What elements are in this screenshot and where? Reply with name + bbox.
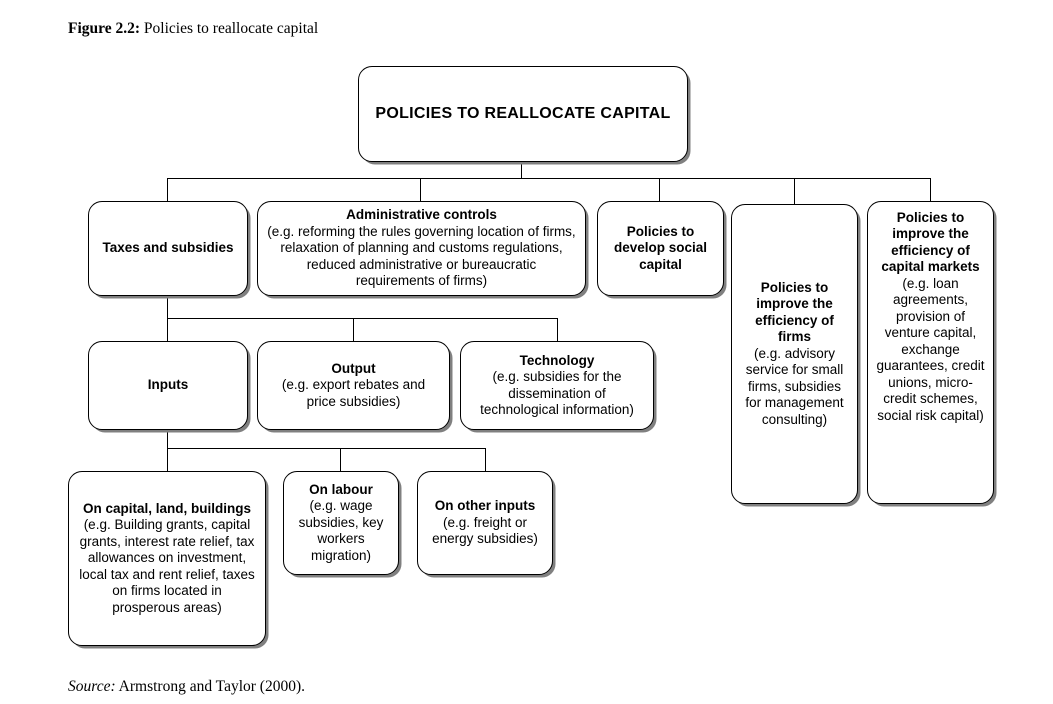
node-efficiency-of-capital-markets-detail: (e.g. loan agreements, provision of vent… <box>876 275 985 423</box>
connector-level4-bus <box>167 448 486 450</box>
node-on-labour[interactable]: On labour (e.g. wage subsidies, key work… <box>283 471 399 575</box>
node-on-labour-detail: (e.g. wage subsidies, key workers migrat… <box>298 498 384 563</box>
node-efficiency-of-capital-markets-title: Policies to improve the efficiency of ca… <box>881 210 980 275</box>
connector-drop-on-labour <box>340 448 342 471</box>
connector-drop-admin <box>420 178 422 201</box>
node-inputs[interactable]: Inputs <box>88 341 248 430</box>
connector-drop-taxes <box>167 178 169 201</box>
connector-drop-technology <box>557 318 559 341</box>
connector-inputs-stem <box>167 430 169 449</box>
figure-caption-label: Figure 2.2: <box>68 20 141 37</box>
node-root[interactable]: POLICIES TO REALLOCATE CAPITAL <box>358 66 688 162</box>
node-technology-detail: (e.g. subsidies for the dissemination of… <box>480 369 634 417</box>
source-note: Source: Armstrong and Taylor (2000). <box>68 678 305 697</box>
node-efficiency-of-firms-title: Policies to improve the efficiency of fi… <box>755 279 834 345</box>
node-develop-social-capital[interactable]: Policies to develop social capital <box>597 201 724 296</box>
node-output-detail: (e.g. export rebates and price subsidies… <box>281 377 426 409</box>
node-taxes-and-subsidies-title: Taxes and subsidies <box>102 240 234 256</box>
node-on-other-inputs[interactable]: On other inputs (e.g. freight or energy … <box>417 471 553 575</box>
node-on-labour-title: On labour <box>309 481 373 497</box>
connector-taxes-stem <box>167 296 169 319</box>
node-administrative-controls-detail: (e.g. reforming the rules governing loca… <box>267 223 576 289</box>
node-on-capital-land-buildings-detail: (e.g. Building grants, capital grants, i… <box>79 517 255 615</box>
node-administrative-controls-title: Administrative controls <box>346 207 497 223</box>
source-note-label: Source: <box>68 678 116 695</box>
node-efficiency-of-firms[interactable]: Policies to improve the efficiency of fi… <box>731 204 858 504</box>
node-output-title: Output <box>331 360 376 376</box>
node-inputs-title: Inputs <box>147 377 189 393</box>
node-on-other-inputs-title: On other inputs <box>434 498 536 514</box>
connector-drop-firms <box>794 178 796 204</box>
node-technology[interactable]: Technology (e.g. subsidies for the disse… <box>460 341 654 430</box>
connector-drop-social <box>659 178 661 201</box>
node-on-capital-land-buildings[interactable]: On capital, land, buildings (e.g. Buildi… <box>68 471 266 646</box>
connector-drop-capital-markets <box>930 178 932 201</box>
source-note-text: Armstrong and Taylor (2000). <box>118 678 305 695</box>
connector-drop-inputs <box>167 318 169 341</box>
node-on-other-inputs-detail: (e.g. freight or energy subsidies) <box>432 514 538 547</box>
node-efficiency-of-firms-detail: (e.g. advisory service for small firms, … <box>745 345 844 427</box>
node-technology-title: Technology <box>519 352 595 368</box>
connector-root-stem <box>521 162 523 179</box>
node-taxes-and-subsidies[interactable]: Taxes and subsidies <box>88 201 248 296</box>
node-on-capital-land-buildings-title: On capital, land, buildings <box>82 500 251 516</box>
figure-caption-text: Policies to reallocate capital <box>143 20 319 37</box>
node-efficiency-of-capital-markets[interactable]: Policies to improve the efficiency of ca… <box>867 201 994 504</box>
node-administrative-controls[interactable]: Administrative controls (e.g. reforming … <box>257 201 586 296</box>
node-root-title: POLICIES TO REALLOCATE CAPITAL <box>375 104 671 122</box>
connector-drop-on-other-inputs <box>485 448 487 471</box>
connector-drop-output <box>353 318 355 341</box>
connector-level2-bus <box>167 178 931 180</box>
node-develop-social-capital-title: Policies to develop social capital <box>613 223 708 272</box>
node-output[interactable]: Output (e.g. export rebates and price su… <box>257 341 450 430</box>
figure-caption: Figure 2.2: Policies to reallocate capit… <box>68 20 318 39</box>
connector-drop-on-capital <box>167 448 169 471</box>
connector-level3-bus <box>167 318 558 320</box>
